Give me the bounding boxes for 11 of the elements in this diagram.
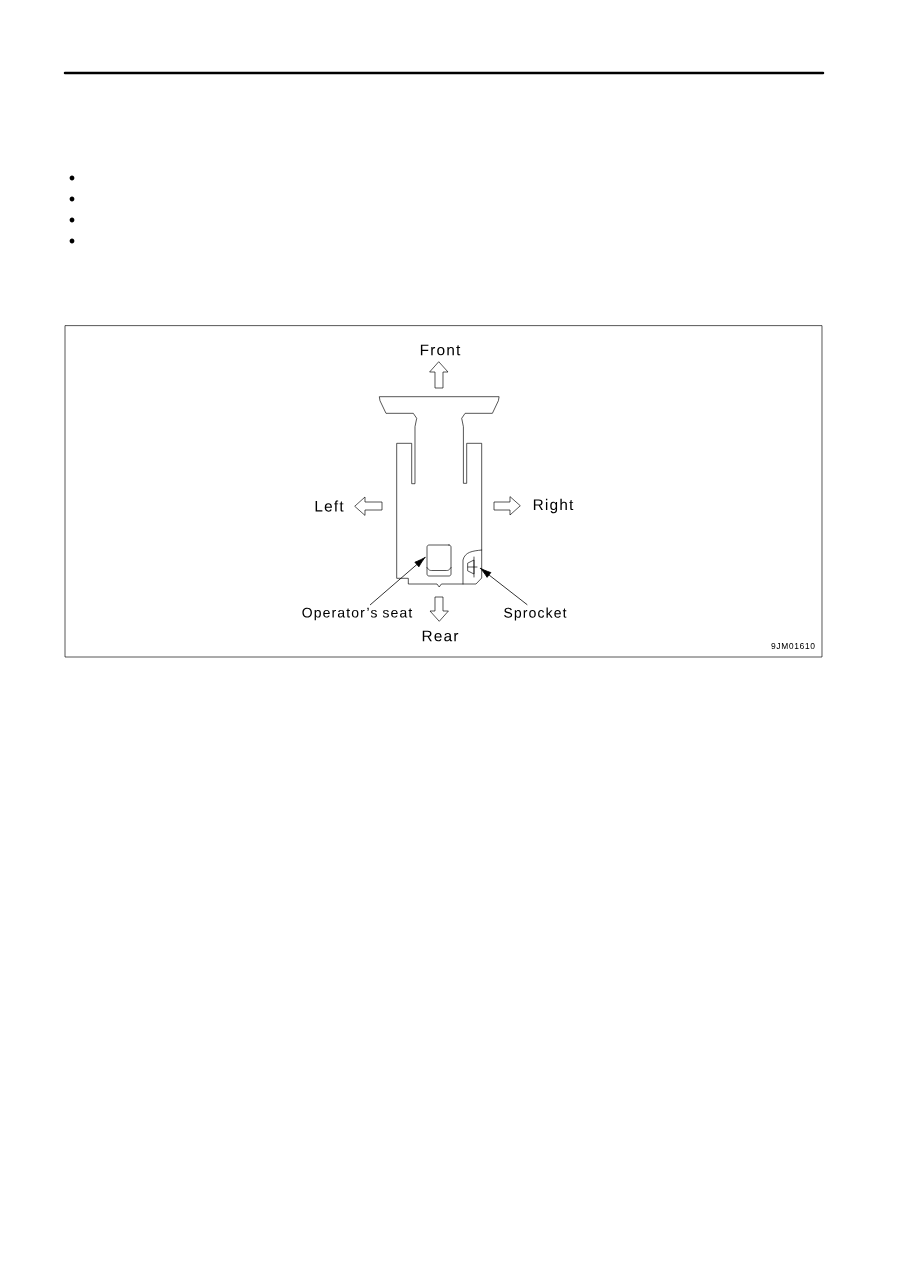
seat-drawing: [426, 544, 452, 577]
direction-label: Rear: [422, 630, 459, 642]
drawing-number: 9JM01610: [771, 643, 815, 649]
direction-label: Right: [533, 498, 574, 514]
direction-label: Front: [420, 344, 461, 356]
callout-label: Sprocket: [504, 607, 567, 621]
leader-line: [369, 557, 426, 606]
sprocket-drawing: [467, 556, 478, 578]
leader-line: [480, 567, 528, 605]
callout-label: Operator’s seat: [302, 607, 413, 621]
direction-label: Left: [315, 500, 344, 512]
